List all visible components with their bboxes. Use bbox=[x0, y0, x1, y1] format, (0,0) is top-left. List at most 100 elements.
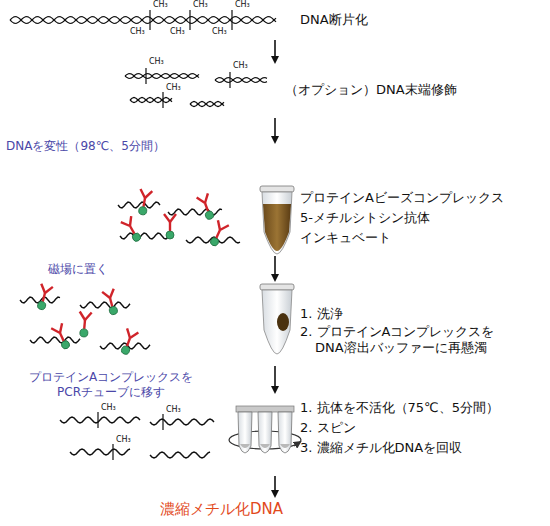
antibody-bead bbox=[35, 284, 53, 311]
antibody bbox=[130, 226, 135, 234]
protein-a-bead bbox=[80, 329, 89, 338]
step-text: DNA断片化 bbox=[300, 12, 368, 28]
methyl-label: CH₃ bbox=[193, 1, 208, 9]
single-strand-dna bbox=[120, 233, 170, 239]
antibody bbox=[108, 289, 116, 298]
protein-a-bead bbox=[209, 236, 220, 247]
antibody bbox=[145, 190, 152, 199]
methyl-label: CH₃ bbox=[130, 28, 145, 36]
antibody bbox=[102, 290, 110, 299]
antibody bbox=[197, 195, 205, 205]
flow-arrow bbox=[274, 476, 276, 496]
antibody-bead bbox=[207, 220, 228, 248]
dna-strand bbox=[125, 74, 199, 79]
step-text: 3. 濃縮メチル化DNAを回収 bbox=[300, 440, 462, 456]
step-text: （オプション）DNA末端修飾 bbox=[285, 82, 457, 98]
side-note: 磁場に置く bbox=[48, 262, 108, 277]
methyl-mark bbox=[145, 68, 146, 84]
antibody bbox=[126, 216, 135, 226]
step-text: プロテインAビーズコンプレックス bbox=[300, 190, 504, 206]
dna-strand bbox=[125, 74, 199, 79]
flow-arrow bbox=[274, 118, 276, 142]
antibody-bead bbox=[164, 214, 176, 239]
single-strand-dna bbox=[150, 419, 214, 425]
single-strand-dna bbox=[150, 452, 210, 458]
antibody bbox=[60, 333, 64, 341]
dna-strand bbox=[10, 17, 276, 24]
antibody bbox=[127, 338, 130, 346]
methyl-mark bbox=[231, 10, 232, 30]
antibody bbox=[43, 293, 45, 302]
methyl-label: CH₃ bbox=[166, 84, 181, 92]
protein-a-bead bbox=[131, 232, 142, 243]
dna-strand bbox=[190, 102, 224, 107]
antibody-bead bbox=[136, 189, 152, 216]
step-text: 2. プロテインAコンプレックスを DNA溶出バッファーに再懸濁 bbox=[300, 324, 547, 357]
antibody bbox=[205, 203, 208, 211]
antibody-bead bbox=[78, 312, 92, 338]
methyl-mark bbox=[97, 412, 98, 428]
step-text: 2. スピン bbox=[300, 420, 356, 436]
antibody bbox=[57, 323, 66, 333]
flow-arrow bbox=[274, 40, 276, 62]
microtube bbox=[260, 284, 294, 354]
antibody bbox=[121, 219, 130, 229]
step-text: 1. 抗体を不活化（75℃、5分間） bbox=[300, 400, 499, 416]
antibody bbox=[45, 285, 53, 294]
step-text: 1. 洗浄 bbox=[300, 306, 343, 322]
methyl-label: CH₃ bbox=[149, 58, 164, 66]
antibody-bead bbox=[119, 328, 139, 356]
antibody-bead bbox=[197, 193, 217, 221]
methyl-label: CH₃ bbox=[101, 404, 116, 412]
antibody bbox=[83, 320, 86, 329]
dna-strand bbox=[130, 98, 172, 103]
antibody bbox=[143, 198, 145, 207]
single-strand-dna bbox=[80, 302, 130, 308]
side-note: DNAを変性（98℃、5分間） bbox=[6, 139, 165, 154]
single-strand-dna bbox=[118, 202, 160, 208]
single-strand-dna bbox=[30, 337, 80, 343]
protein-a-bead bbox=[166, 231, 174, 239]
antibody-bead bbox=[102, 289, 120, 316]
dna-strand bbox=[130, 98, 172, 103]
methyl-label: CH₃ bbox=[235, 1, 250, 9]
methyl-mark bbox=[189, 10, 190, 30]
protein-a-bead bbox=[204, 210, 214, 220]
antibody bbox=[220, 223, 229, 233]
result-label: 濃縮メチル化DNA bbox=[160, 500, 283, 519]
protein-a-bead bbox=[108, 306, 118, 316]
methyl-label: CH₃ bbox=[212, 28, 227, 36]
antibody bbox=[169, 222, 171, 231]
microtube bbox=[260, 186, 294, 254]
single-strand-dna bbox=[168, 209, 222, 215]
dna-strand bbox=[10, 17, 276, 24]
flow-arrow bbox=[274, 366, 276, 392]
antibody bbox=[170, 214, 176, 222]
methyl-label: CH₃ bbox=[166, 406, 181, 414]
antibody bbox=[110, 298, 112, 307]
protein-a-bead bbox=[138, 206, 147, 215]
methyl-mark bbox=[229, 72, 230, 88]
protein-a-bead bbox=[120, 345, 130, 355]
methyl-mark bbox=[162, 414, 163, 430]
methyl-mark bbox=[112, 444, 113, 460]
dna-strand bbox=[190, 102, 224, 107]
methyl-mark bbox=[162, 92, 163, 108]
antibody-bead bbox=[51, 323, 72, 351]
antibody bbox=[130, 330, 138, 340]
single-strand-dna bbox=[60, 417, 140, 423]
flow-arrow bbox=[274, 256, 276, 280]
methyl-label: CH₃ bbox=[233, 62, 248, 70]
antibody bbox=[51, 326, 60, 336]
antibody-bead bbox=[121, 216, 144, 244]
protein-a-bead bbox=[60, 339, 71, 350]
flow-arrow bbox=[274, 40, 276, 496]
dna-strand bbox=[215, 78, 267, 83]
antibody bbox=[85, 312, 92, 320]
step-text: 5-メチルシトシン抗体 bbox=[300, 210, 430, 226]
methyl-label: CH₃ bbox=[153, 1, 168, 9]
methyl-label: CH₃ bbox=[170, 28, 185, 36]
protein-a-bead bbox=[37, 301, 47, 311]
pcr-tube-strip bbox=[229, 406, 301, 453]
